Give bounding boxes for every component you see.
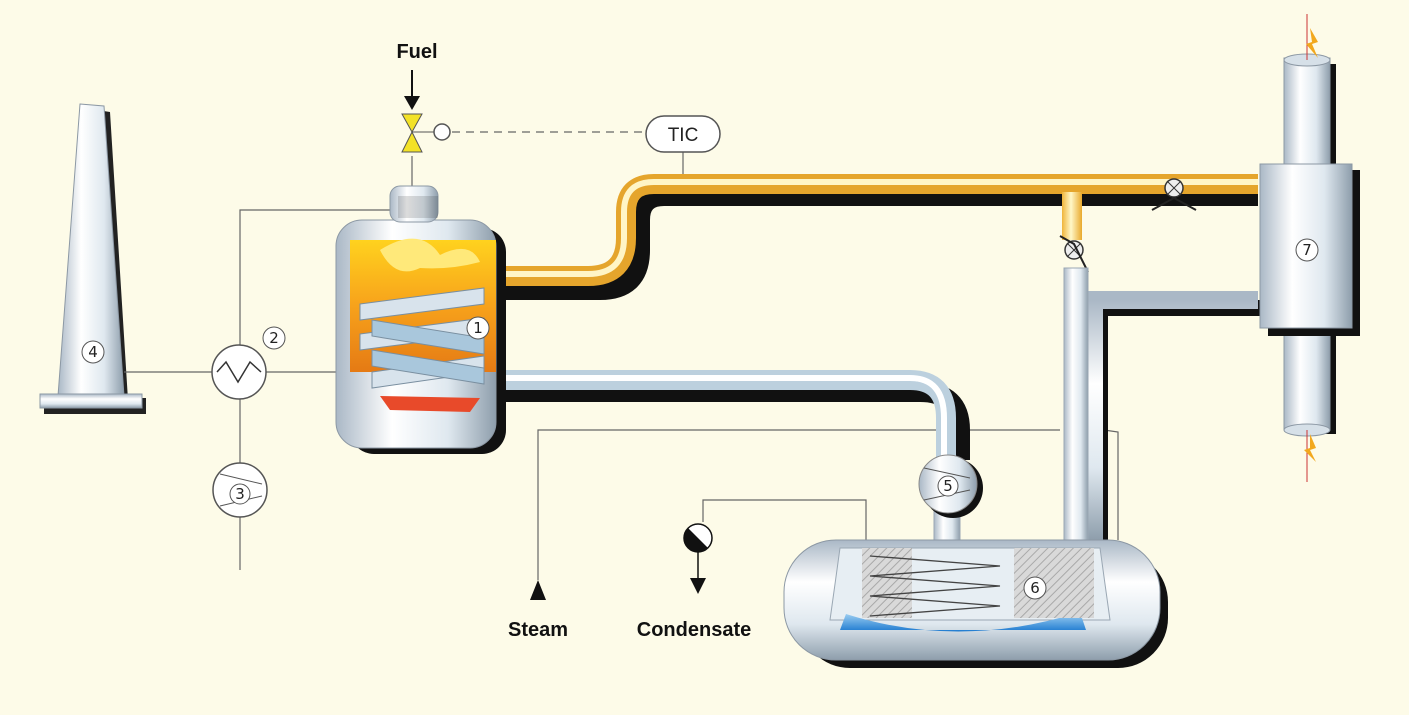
return-oil-lines [496,267,1262,546]
bypass-valve [1059,235,1089,273]
steam-outlet-arrow [530,580,546,600]
tic-label: TIC [668,125,699,146]
condensate-label: Condensate [637,619,751,641]
thermal-oil-heater: 1 [335,185,506,454]
consumer-number: 7 [1302,241,1312,259]
stack: 4 [39,103,146,414]
fuel-label: Fuel [396,41,437,63]
steam-generator-tank: 6 [783,539,1168,668]
blower-number: 3 [235,485,245,503]
signal-lines [124,131,1119,580]
pump-number: 5 [943,477,953,495]
steam-label: Steam [508,619,568,641]
fuel-control-valve [401,70,451,153]
combustion-air-blower: 3 [212,462,268,518]
tank-number: 6 [1030,579,1040,597]
hot-oil-supply-line [496,174,1258,300]
circulation-pump: 5 [918,454,983,518]
tic-controller: TIC [645,115,721,153]
heat-consumer: 7 [1259,14,1360,482]
steam-trap [683,523,713,594]
heat-exchanger-number: 2 [269,329,279,347]
heater-number: 1 [473,319,483,337]
stack-number: 4 [88,343,98,361]
air-preheater: 2 [211,326,286,400]
